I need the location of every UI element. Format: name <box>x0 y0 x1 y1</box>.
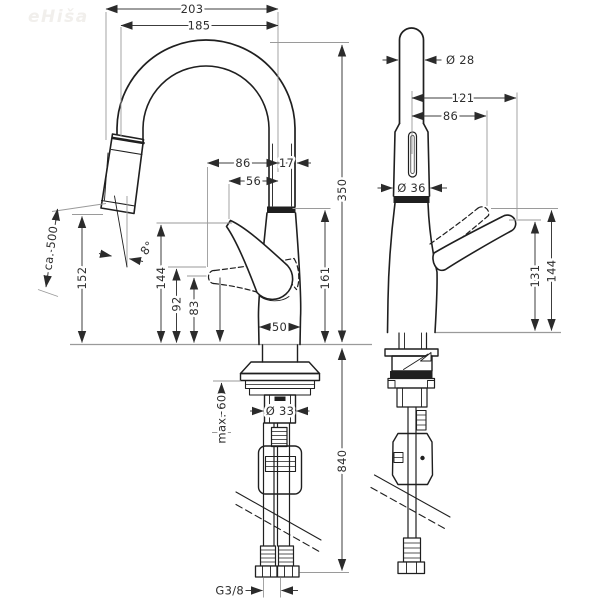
side-view <box>370 27 561 575</box>
dim-d36-label: Ø 36 <box>397 181 426 195</box>
sprayer-right <box>422 122 431 197</box>
dim-86-label: 86 <box>235 156 250 170</box>
spout-inner-arc <box>142 65 270 208</box>
dim-131-label: 131 <box>528 265 542 288</box>
hose-side <box>407 406 427 539</box>
spout-pipe-side <box>398 27 425 125</box>
angle-arrow-left <box>98 249 112 258</box>
watermark-logo: eHiša <box>28 7 89 27</box>
hose-weight-front <box>257 445 303 495</box>
dimensions-side: Ø 28 121 86 Ø 36 131 144 <box>377 51 561 331</box>
sprayer-slot <box>407 131 418 178</box>
dim-17-label: 17 <box>279 156 294 170</box>
front-view <box>70 39 372 578</box>
dim-56-label: 56 <box>246 174 261 188</box>
handle-base-arc <box>259 296 290 302</box>
spray-head <box>100 133 145 215</box>
dim-line-ca500 <box>43 208 60 288</box>
dim-161-label: 161 <box>318 267 332 290</box>
supply-hoses-front <box>262 422 291 547</box>
body-right-side <box>427 202 438 334</box>
dim-ca500-label: ca. 500 <box>40 225 60 271</box>
body-right-edge <box>294 212 302 346</box>
hose-connectors-front <box>254 545 300 578</box>
angle-arrow-right <box>129 256 144 266</box>
mounting-front <box>239 344 321 424</box>
dim-d33-label: Ø 33 <box>266 404 295 418</box>
dim-angle-label: 8° <box>137 238 156 257</box>
dim-d28-label: Ø 28 <box>446 53 475 67</box>
dim-92-label: 92 <box>170 296 184 311</box>
hose-connector-side <box>397 537 426 575</box>
dim-144-label: 144 <box>154 267 168 290</box>
mounting-side <box>384 332 439 408</box>
dim-185-label: 185 <box>188 19 211 33</box>
spout-joint-band <box>267 206 296 213</box>
dim-121-label: 121 <box>452 91 475 105</box>
sprayer-slot-inner <box>410 135 415 174</box>
break-line-side-1 <box>373 474 451 518</box>
spout-outer-arc <box>116 39 296 208</box>
break-line-side-2 <box>370 486 448 531</box>
dim-50-label: 50 <box>272 320 287 334</box>
dim-350-label: 350 <box>335 179 349 202</box>
dimensions-front: 203 185 350 86 17 56 ca. 500 8° 152 <box>37 0 352 600</box>
break-line-front-2 <box>235 503 322 554</box>
hose-weight-side <box>391 432 434 486</box>
dim-86-side-label: 86 <box>443 109 458 123</box>
dim-152-label: 152 <box>75 267 89 290</box>
dim-83-label: 83 <box>187 300 201 315</box>
dim-thread-label: G3/8 <box>215 584 244 598</box>
break-line-front-1 <box>235 491 322 541</box>
dim-840-label: 840 <box>335 450 349 473</box>
handle-lever-front <box>225 219 294 301</box>
handle-lever-side <box>432 214 517 272</box>
dim-203-label: 203 <box>181 2 204 16</box>
sprayer-ring <box>393 196 430 203</box>
sprayer-left <box>392 122 401 197</box>
dim-max60-label: max. 60 <box>215 394 229 443</box>
body-left-side <box>386 202 396 334</box>
dim-144-side-label: 144 <box>545 260 559 283</box>
